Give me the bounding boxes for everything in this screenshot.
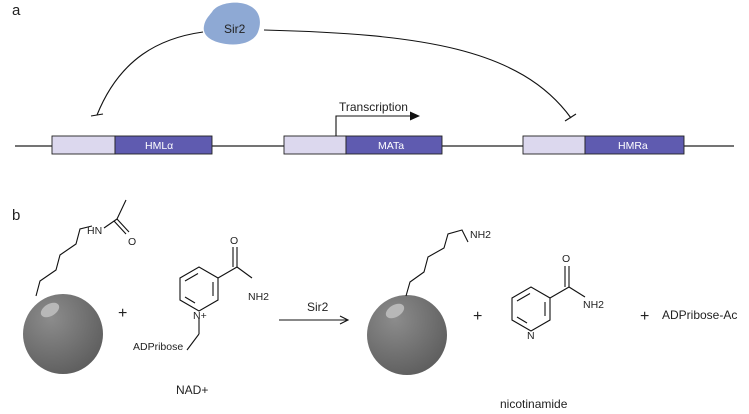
nicotinamide-structure [511, 266, 586, 332]
sir2-protein-shape [203, 2, 260, 45]
acetyl-bond-1 [103, 218, 118, 229]
adpribose-label: ADPribose [133, 341, 183, 353]
mat-gene-label: MATa [378, 140, 404, 152]
reaction-arrowhead [339, 315, 350, 325]
nad-nplus-label: N+ [193, 310, 207, 322]
transcription-label: Transcription [339, 100, 408, 114]
acetyl-co-bond-b [113, 220, 127, 235]
reaction-enzyme-label: Sir2 [307, 300, 329, 314]
transcription-arrowhead [410, 111, 420, 121]
acetyl-methyl-bond [116, 199, 127, 220]
nad-label: NAD+ [176, 383, 208, 397]
transcription-arrow [335, 115, 412, 136]
product-nh2-label: NH2 [470, 229, 491, 241]
inhibition-bar-hml [90, 113, 104, 117]
nad-structure [179, 247, 253, 351]
inhibition-arrow-hmr [263, 29, 572, 119]
sphere-highlight-product [385, 303, 405, 319]
panel-b-label: b [12, 207, 20, 224]
lysine-chain-product [405, 229, 469, 297]
nic-n-label: N [527, 330, 535, 342]
acetyl-o-label: O [128, 236, 136, 248]
lysine-chain-substrate [35, 225, 93, 297]
hml-gene-block [114, 135, 213, 155]
sir2-label: Sir2 [224, 22, 246, 36]
plus-sign-2: + [473, 308, 482, 325]
protein-sphere-product [367, 295, 447, 375]
nicotinamide-label: nicotinamide [500, 397, 568, 411]
hml-silencer-block [51, 135, 116, 155]
mat-gene-block [345, 135, 443, 155]
acetyl-co-bond-a [116, 218, 130, 233]
inhibition-bar-hmr [564, 113, 577, 122]
hmr-silencer-block [522, 135, 586, 155]
inhibition-arrow-hml [96, 31, 204, 116]
hmr-gene-label: HMRa [618, 140, 648, 152]
plus-sign-3: + [640, 308, 649, 325]
nad-o-label: O [230, 235, 238, 247]
acetyl-nh-label: HN [87, 225, 102, 237]
sphere-highlight-substrate [40, 302, 60, 318]
nic-o-label: O [562, 253, 570, 265]
panel-a-label: a [12, 2, 21, 19]
nad-nh2-label: NH2 [248, 291, 269, 303]
hml-gene-label: HMLα [145, 140, 173, 152]
nic-nh2-label: NH2 [583, 299, 604, 311]
plus-sign-1: + [118, 305, 127, 322]
adpribose-ac-label: ADPribose-Ac [662, 308, 737, 322]
mat-promoter-block [283, 135, 347, 155]
hmr-gene-block [584, 135, 685, 155]
protein-sphere-substrate [23, 294, 103, 374]
